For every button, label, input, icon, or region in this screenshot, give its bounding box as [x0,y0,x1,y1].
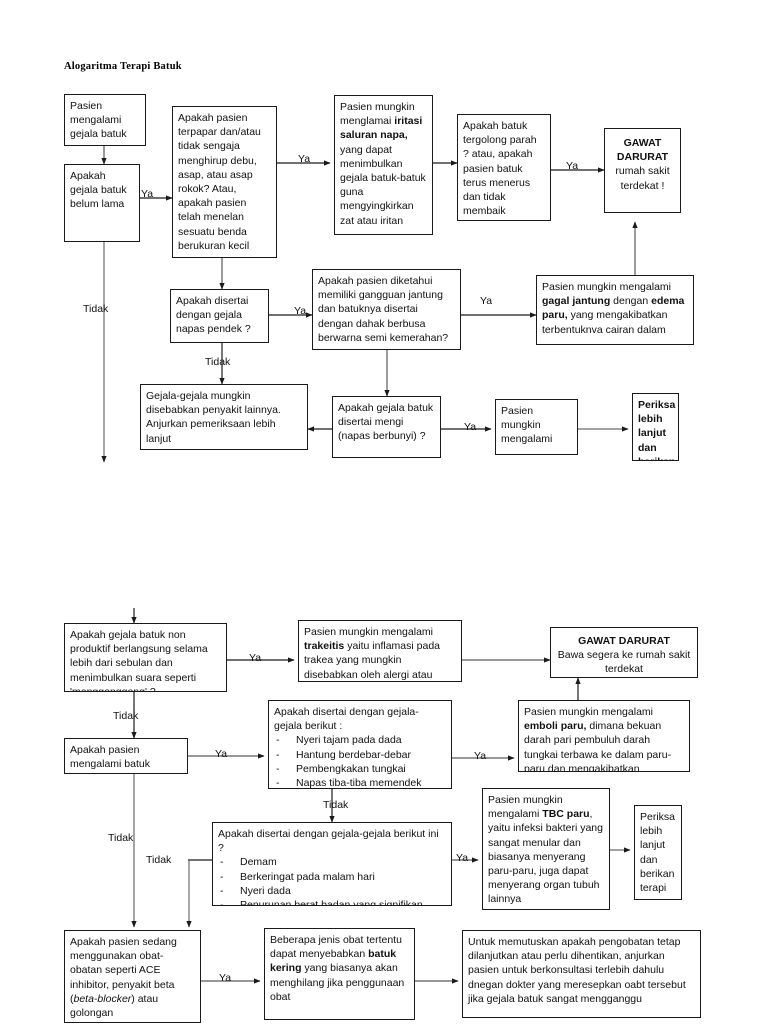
node-text-pre: Pasien mungkin menglamai [340,101,415,128]
node-text-pre: Pasien mungkin mengalami [524,706,653,718]
node-text: Gejala-gejala mungkin disebabkan penyaki… [146,390,281,445]
node-text-pre: Pasien mungkin mengalami [304,626,433,638]
node-text-emphasis-1: gagal jantung [542,295,611,308]
edge-label-ya: Ya [474,750,487,762]
node-text-post: yang mengakibatkan terbentuknva cairan d… [542,309,668,336]
node-gangguan-jantung-dahak-berbusa: Apakah pasien diketahui memiliki ganggua… [312,269,461,350]
node-batuk-kering-obat: Beberapa jenis obat tertentu dapat menye… [264,928,415,1020]
node-text-post: dimana bekuan darah pari pembuluh darah … [524,720,672,772]
edge-label-ya: Ya [215,748,228,760]
node-text-line3: rumah sakit terdekat ! [615,165,670,192]
node-text-pre: Pasien mungkin mengalami [488,794,563,821]
node-apakah-pasien-terpapar: Apakah pasien terpapar dan/atau tidak se… [172,106,277,258]
node-gawat-darurat-atas: GAWAT DARURAT rumah sakit terdekat ! [604,128,681,213]
node-text-post: ) atau golongan [70,992,159,1020]
list-item: Nyeri tajam pada dada [274,733,446,747]
node-tbc-paru: Pasien mungkin mengalami TBC paru, yaitu… [482,788,610,910]
node-text-header: Apakah disertai dengan gejala-gejala ber… [274,706,419,733]
node-pasien-mungkin-mengalami: Pasien mungkin mengalami [495,399,578,455]
edge-label-tidak: Tidak [108,832,134,844]
node-text: Pasien mungkin mengalami [501,405,553,446]
edge-label-tidak: Tidak [205,356,231,368]
node-emboli-paru: Pasien mungkin mengalami emboli paru, di… [518,700,690,772]
node-text-post: yang dapat menimbulkan gejala batuk-batu… [340,143,426,227]
edge-label-ya: Ya [249,652,262,664]
list-item: Napas tiba-tiba memendek [274,776,446,788]
node-gejala-penyakit-lainnya: Gejala-gejala mungkin disebabkan penyaki… [140,384,308,450]
node-text: Pasien mengalami gejala batuk [70,100,127,141]
edge-label-ya: Ya [294,305,307,317]
node-text-post: yang biasanya akan menghilang jika pengg… [270,962,405,1003]
node-apakah-pasien-obat-ace-inhibitor: Apakah pasien sedang menggunakan obat-ob… [64,930,201,1023]
edge-label-tidak: Tidak [146,854,172,866]
node-text-emphasis: emboli paru, [524,720,587,733]
node-periksa-lebih-lanjut-atas: Periksa lebih lanjut dan berikan terapi [632,393,679,461]
node-periksa-lebih-lanjut-bawah: Periksa lebih lanjut dan berikan terapi … [634,805,682,900]
node-apakah-gejala-batuk-belum-lama: Apakah gejala batuk belum lama [64,164,140,242]
node-text-mid: dengan [610,295,652,308]
node-text: Apakah gejala batuk disertai mengi (napa… [338,402,434,443]
node-gagal-jantung-edema-paru: Pasien mungkin mengalami gagal jantung d… [536,275,694,345]
list-item: Berkeringat pada malam hari [218,870,446,884]
node-text-emphasis: iritasi saluran napa, [340,115,423,142]
node-trakeitis: Pasien mungkin mengalami trakeitis yaitu… [298,620,462,682]
edge-label-ya: Ya [141,188,154,200]
node-text: Untuk memutuskan apakah pengobatan tetap… [468,936,686,1005]
node-apakah-pasien-mengalami-batuk: Apakah pasien mengalami batuk [64,738,188,774]
node-apakah-gejala-batuk-mengi: Apakah gejala batuk disertai mengi (napa… [332,396,441,458]
edge-label-tidak: Tidak [113,710,139,722]
node-text-emphasis: trakeitis [304,640,345,653]
node-symptom-list: Nyeri tajam pada dada Hantung berdebar-d… [274,733,446,788]
node-text-post: , yaitu infeksi bakteri yang sangat menu… [488,808,603,906]
node-keputusan-pengobatan: Untuk memutuskan apakah pengobatan tetap… [462,930,701,1018]
edge-label-ya: Ya [298,153,311,165]
list-item: Hantung berdebar-debar [274,748,446,762]
node-text-emphasis: TBC paru [542,808,590,821]
node-text-line1: GAWAT DARURAT [578,635,670,647]
edge-label-tidak: Tidak [83,303,109,315]
node-text-emphasis-2: edema paru, [542,295,685,322]
node-pasien-mengalami-gejala-batuk: Pasien mengalami gejala batuk [64,94,146,146]
node-text: Apakah pasien terpapar dan/atau tidak se… [178,112,261,252]
edge-label-ya: Ya [480,295,493,307]
node-gejala-tbc-checklist: Apakah disertai dengan gejala-gejala ber… [212,822,452,906]
node-text-line2: DARURAT [616,151,669,164]
list-item: Demam [218,855,446,869]
node-text: Apakah gejala batuk belum lama [70,170,127,211]
edge-label-ya: Ya [456,852,469,864]
node-text-header: Apakah disertai dengan gejala-gejala ber… [218,828,439,855]
page-title: Alogaritma Terapi Batuk [64,61,182,72]
node-text: Apakah pasien diketahui memiliki ganggua… [318,275,449,344]
list-item: Pembengkakan tungkai [274,762,446,776]
node-text-pre: Beberapa jenis obat tertentu dapat menye… [270,934,402,961]
node-text-pre: Apakah pasien sedang menggunakan obat-ob… [70,936,177,1005]
node-text-italic: beta-blocker [73,992,132,1005]
node-text: Periksa lebih lanjut dan berikan terapi … [640,811,676,899]
list-item: Nyeri dada [218,884,446,898]
node-text-pre: Pasien mungkin mengalami [542,281,671,293]
node-gawat-darurat-bawah: GAWAT DARURAT Bawa segera ke rumah sakit… [550,627,698,678]
node-text-emphasis: batuk kering [270,948,397,975]
node-text-line1: GAWAT [623,137,662,149]
node-text: Apakah gejala batuk non produktif berlan… [70,629,208,692]
node-apakah-disertai-napas-pendek: Apakah disertai dengan gejala napas pend… [170,289,269,343]
node-gejala-emboli-checklist: Apakah disertai dengan gejala-gejala ber… [268,700,452,789]
edge-label-ya: Ya [464,421,477,433]
edge-label-ya: Ya [219,972,232,984]
node-text-line2: Bawa segera ke rumah sakit terdekat [557,649,691,676]
list-item: Penurunan berat badan yang signifikan [218,898,446,905]
node-batuk-non-produktif-menggonggong: Apakah gejala batuk non produktif berlan… [64,623,227,692]
node-symptom-list: Demam Berkeringat pada malam hari Nyeri … [218,855,446,905]
node-apakah-batuk-tergolong-parah: Apakah batuk tergolong parah ? atau, apa… [457,114,551,221]
node-iritasi-saluran-napas: Pasien mungkin menglamai iritasi saluran… [334,95,433,235]
edge-label-ya: Ya [566,160,579,172]
node-text: Apakah pasien mengalami batuk [70,744,150,771]
node-text: Apakah batuk tergolong parah ? atau, apa… [463,120,537,218]
edge-label-tidak: Tidak [323,799,349,811]
node-text-post: yaitu inflamasi pada trakea yang mungkin… [304,640,441,681]
node-text: Periksa lebih lanjut dan berikan terapi [638,399,676,460]
node-text: Apakah disertai dengan gejala napas pend… [176,295,251,336]
